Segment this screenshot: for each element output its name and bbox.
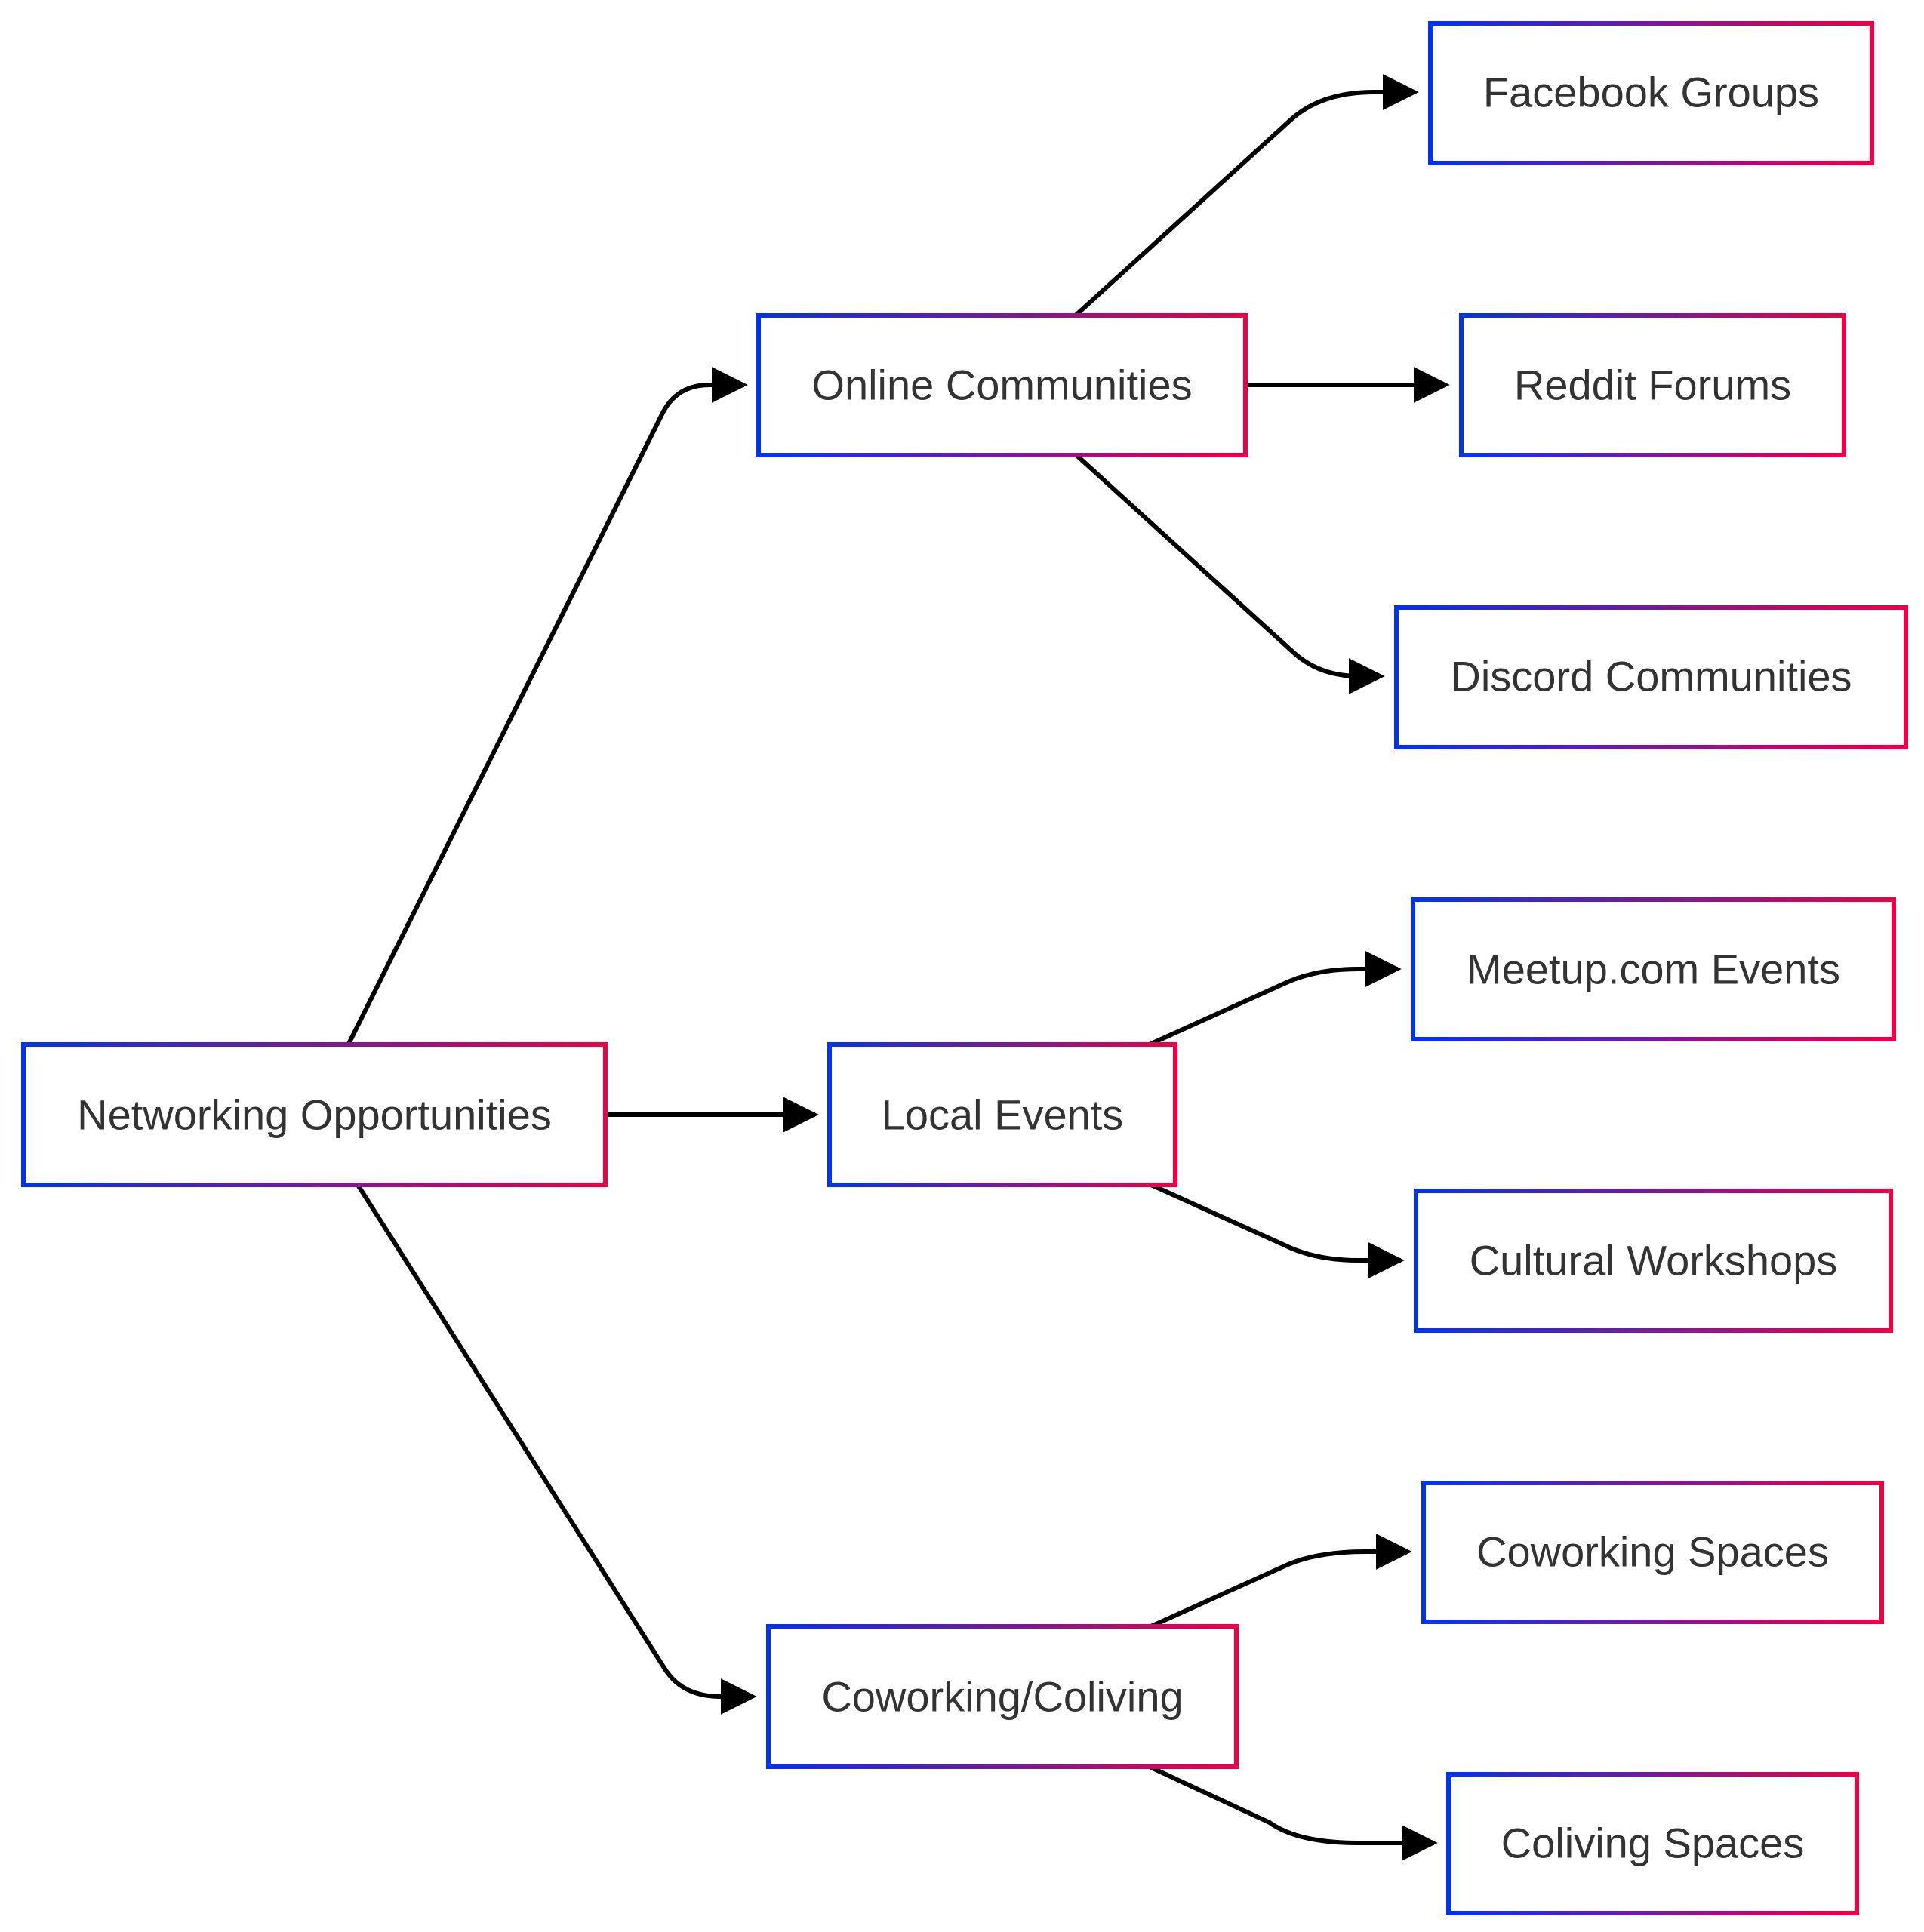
edge-cowork-coliving-to-coliving [1150, 1765, 1438, 1861]
edge-online-to-discord [1074, 453, 1385, 694]
node-local-events-label: Local Events [882, 1091, 1124, 1139]
node-online-communities[interactable]: Online Communities [756, 313, 1248, 457]
node-cultural-workshops-label: Cultural Workshops [1470, 1237, 1838, 1284]
node-coworking-spaces[interactable]: Coworking Spaces [1421, 1481, 1884, 1624]
edge-networking-to-online [346, 367, 748, 1045]
node-facebook-groups-label: Facebook Groups [1483, 69, 1819, 116]
node-facebook-groups[interactable]: Facebook Groups [1428, 21, 1874, 165]
node-local-events[interactable]: Local Events [827, 1042, 1177, 1187]
edge-cowork-coliving-to-coworking [1150, 1534, 1412, 1629]
node-coworking-coliving-label: Coworking/Coliving [821, 1673, 1183, 1721]
edge-local-to-cultural [1150, 1183, 1405, 1278]
edge-online-to-facebook [1074, 74, 1419, 317]
node-online-communities-label: Online Communities [811, 361, 1192, 409]
node-discord-communities[interactable]: Discord Communities [1394, 605, 1908, 749]
node-networking-opportunities[interactable]: Networking Opportunities [21, 1042, 608, 1187]
node-coworking-coliving[interactable]: Coworking/Coliving [766, 1624, 1239, 1769]
edges [346, 74, 1450, 1861]
node-coliving-spaces[interactable]: Coliving Spaces [1446, 1772, 1859, 1915]
node-discord-communities-label: Discord Communities [1450, 653, 1852, 700]
node-cultural-workshops[interactable]: Cultural Workshops [1414, 1189, 1893, 1333]
node-meetup-events[interactable]: Meetup.com Events [1411, 897, 1896, 1041]
node-networking-opportunities-label: Networking Opportunities [77, 1091, 552, 1139]
nodes: Networking Opportunities Online Communit… [21, 21, 1908, 1915]
node-reddit-forums[interactable]: Reddit Forums [1459, 313, 1846, 457]
edge-local-to-meetup [1150, 951, 1402, 1046]
node-coliving-spaces-label: Coliving Spaces [1501, 1820, 1805, 1867]
node-meetup-events-label: Meetup.com Events [1467, 946, 1840, 993]
edge-networking-to-cowork-coliving [356, 1183, 757, 1715]
node-coworking-spaces-label: Coworking Spaces [1476, 1528, 1829, 1576]
node-reddit-forums-label: Reddit Forums [1514, 361, 1791, 409]
